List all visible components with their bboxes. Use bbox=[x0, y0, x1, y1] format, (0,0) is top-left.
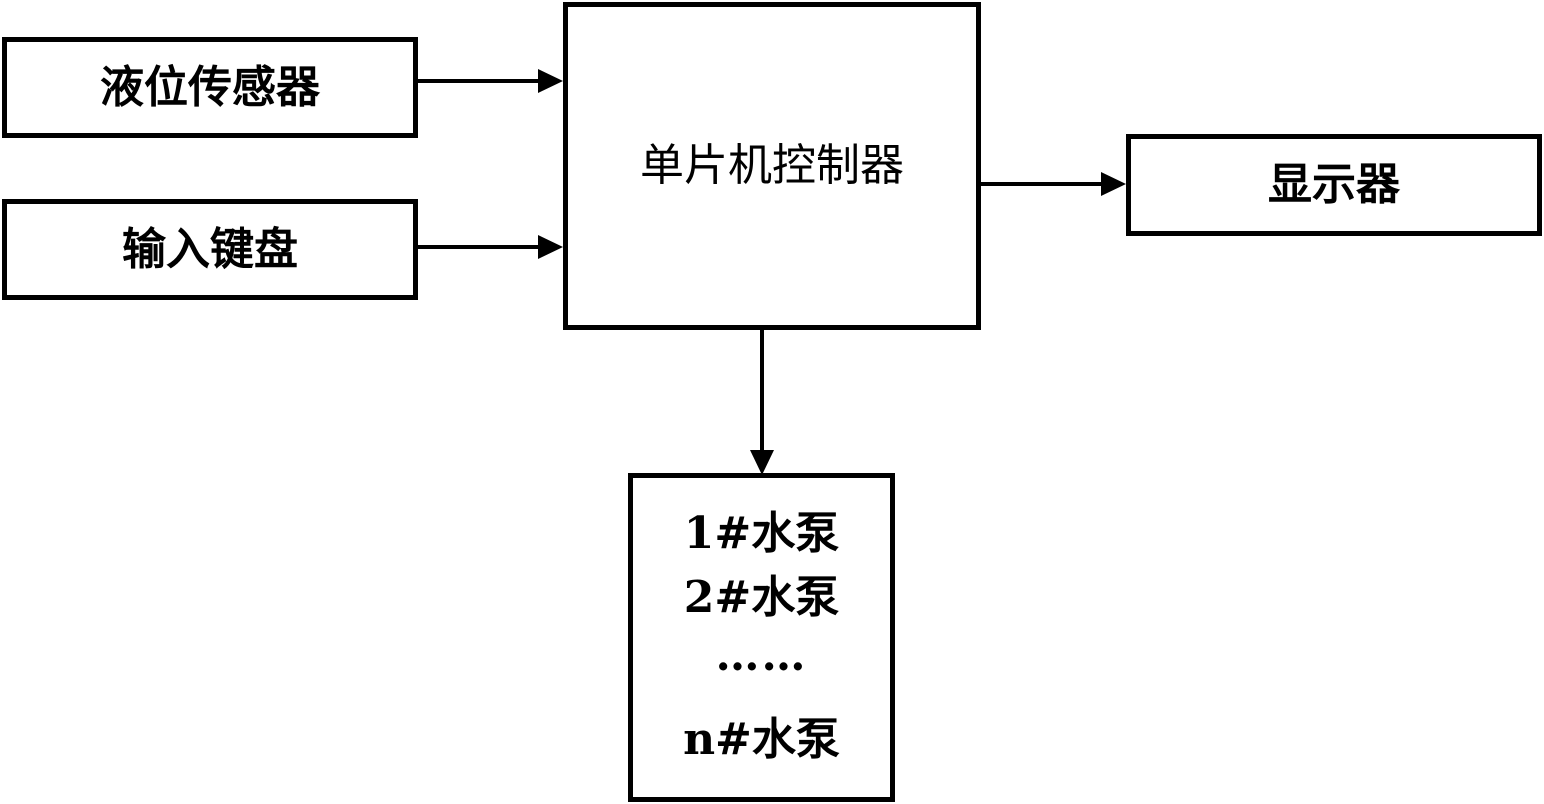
keypad-block: 输入键盘 bbox=[2, 199, 418, 300]
pump-1-label: 1#水泵 bbox=[683, 508, 840, 559]
level-sensor-block: 液位传感器 bbox=[2, 37, 418, 138]
display-label: 显示器 bbox=[1268, 159, 1400, 210]
arrow-keyboard-to-mcu bbox=[418, 235, 563, 259]
mcu-controller-label: 单片机控制器 bbox=[640, 140, 904, 191]
display-block: 显示器 bbox=[1126, 134, 1542, 236]
pump-2-label: 2#水泵 bbox=[683, 572, 840, 623]
pump-n-label: n#水泵 bbox=[683, 714, 840, 765]
arrow-mcu-to-display bbox=[981, 172, 1126, 196]
arrow-mcu-to-pumps bbox=[750, 330, 774, 475]
pumps-block: 1#水泵 2#水泵 …… n#水泵 bbox=[628, 473, 895, 802]
pump-ellipsis: …… bbox=[715, 630, 808, 681]
level-sensor-label: 液位传感器 bbox=[100, 61, 320, 113]
mcu-controller-block: 单片机控制器 bbox=[563, 2, 981, 330]
keypad-label: 输入键盘 bbox=[122, 223, 298, 275]
arrow-sensor-to-mcu bbox=[418, 69, 563, 93]
